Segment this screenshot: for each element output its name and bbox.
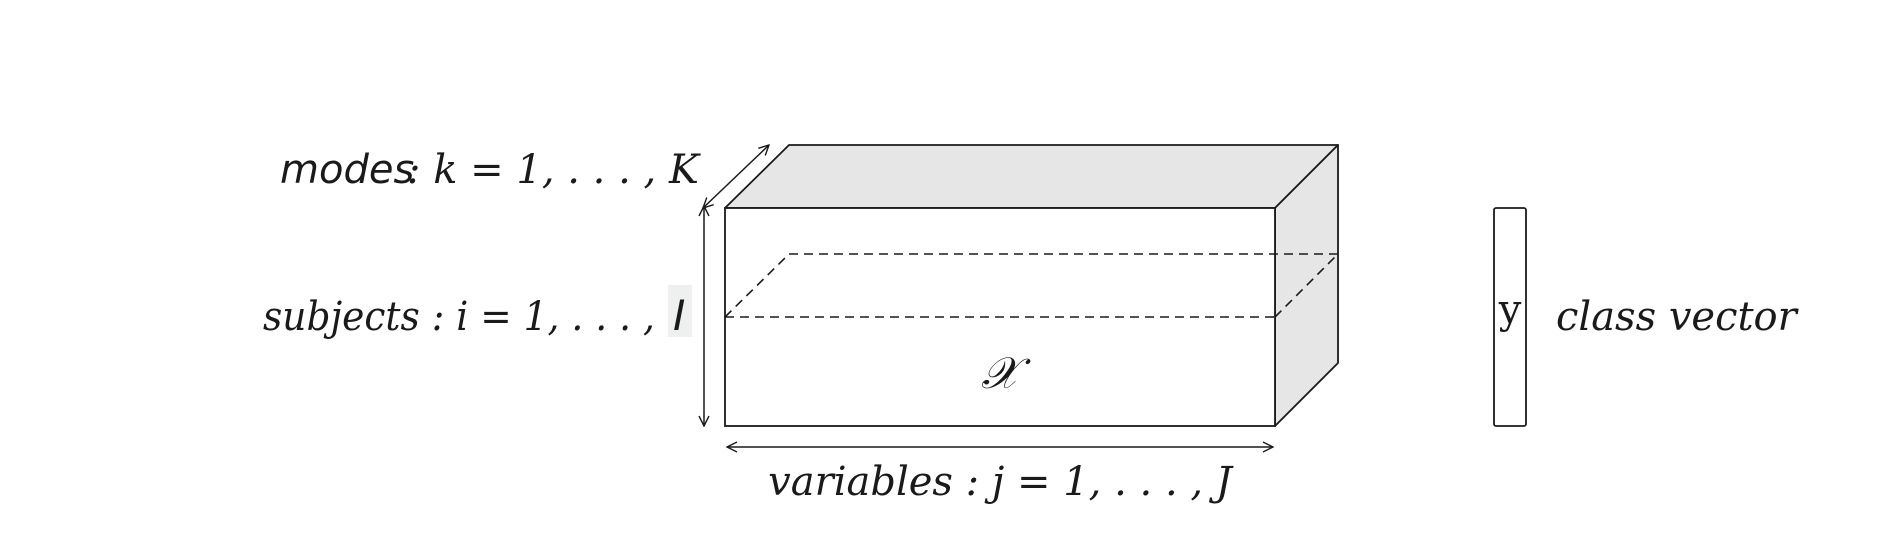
variables-label: variables : j = 1, . . . , J (768, 459, 1234, 505)
class-vector-caption: class vector (1556, 294, 1800, 340)
subjects-upper-bound: I (673, 291, 685, 340)
modes-range-label: : k = 1, . . . , K (407, 147, 701, 193)
subjects-label: subjects : i = 1, . . . , (263, 294, 655, 340)
class-vector-box (1493, 207, 1527, 427)
modes-word-label: modes (280, 147, 414, 193)
modes-arrow (703, 145, 769, 208)
class-vector-symbol: y (1498, 287, 1522, 333)
subjects-last-highlight (668, 285, 692, 337)
tensor-top-face (724, 144, 1339, 209)
